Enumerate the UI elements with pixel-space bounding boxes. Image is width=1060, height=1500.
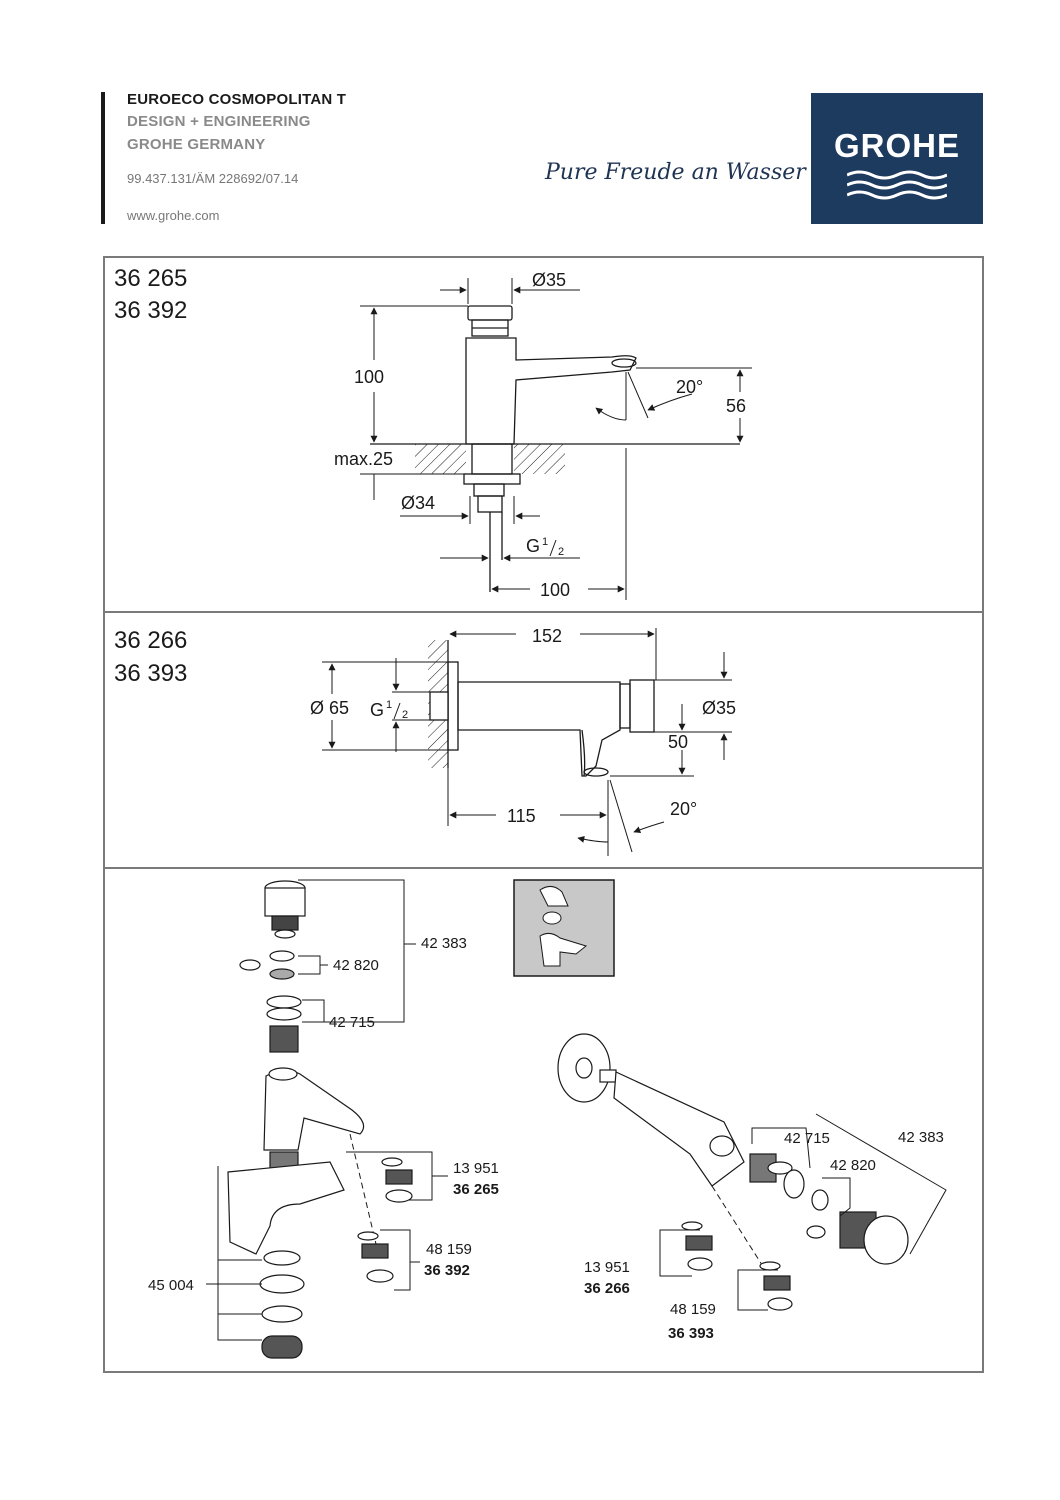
- dim-reach: 115: [507, 806, 536, 826]
- aerator-parts-left: [357, 1157, 413, 1283]
- logo-text: GROHE: [833, 127, 960, 164]
- dim-spout-drop: 50: [668, 732, 688, 752]
- part-number: 42 383: [421, 935, 467, 952]
- part-number: 13 951: [584, 1259, 630, 1276]
- website-link[interactable]: www.grohe.com: [127, 208, 220, 223]
- dim-length: 152: [532, 626, 562, 646]
- exploded-view-wall-tap: [557, 1033, 909, 1265]
- dim-diameter-shank: Ø34: [401, 493, 435, 513]
- dim-diameter-button: Ø35: [702, 698, 736, 718]
- exploded-view-pillar-tap: [227, 880, 365, 1359]
- part-number: 42 715: [784, 1130, 830, 1147]
- dim-max-thickness: max.25: [334, 449, 393, 469]
- dim-thread-frac: 2: [558, 546, 564, 558]
- dim-height: 100: [354, 367, 384, 387]
- header-subtitle-grohe: GROHE GERMANY: [127, 136, 266, 153]
- model-number: 36 393: [114, 660, 188, 687]
- part-model: 36 266: [584, 1280, 630, 1297]
- part-number: 42 383: [898, 1129, 944, 1146]
- section-spare-parts-frame: [103, 867, 984, 1373]
- dim-reach: 100: [540, 580, 570, 600]
- header-subtitle-design: DESIGN + ENGINEERING: [127, 113, 311, 130]
- part-number: 48 159: [670, 1301, 716, 1318]
- dim-diameter-rosette: Ø 65: [310, 698, 349, 718]
- dim-thread-frac: 1: [542, 536, 548, 548]
- part-number: 45 004: [148, 1277, 194, 1294]
- dim-angle: 20°: [676, 377, 703, 397]
- part-number: 42 820: [830, 1157, 876, 1174]
- dim-thread: G: [370, 700, 384, 720]
- dim-diameter-top: Ø35: [532, 270, 566, 290]
- part-model: 36 393: [668, 1325, 714, 1342]
- dim-thread-frac: 2: [402, 709, 408, 721]
- part-number: 48 159: [426, 1241, 472, 1258]
- model-number: 36 392: [114, 297, 188, 324]
- fraction-slash: [549, 539, 557, 557]
- dim-spout-height: 56: [726, 396, 746, 416]
- water-waves-icon: [847, 170, 947, 200]
- model-number: 36 265: [114, 265, 188, 292]
- grohe-logo: GROHE: [811, 93, 983, 224]
- fraction-slash: [393, 702, 401, 720]
- part-model: 36 265: [453, 1181, 499, 1198]
- model-number: 36 266: [114, 627, 188, 654]
- document-number: 99.437.131/ÄM 228692/07.14: [127, 171, 299, 186]
- dim-thread: G: [526, 536, 540, 556]
- slogan: Pure Freude an Wasser: [545, 160, 806, 185]
- part-model: 36 392: [424, 1262, 470, 1279]
- part-number: 13 951: [453, 1160, 499, 1177]
- wall-tap-drawing: [428, 640, 655, 777]
- pillar-tap-drawing: [370, 305, 740, 592]
- dim-thread-frac: 1: [386, 699, 392, 711]
- product-title: EUROECO COSMOPOLITAN T: [127, 91, 347, 108]
- header-bar: [101, 92, 105, 224]
- aerator-parts-right: [681, 1221, 793, 1311]
- part-number: 42 820: [333, 957, 379, 974]
- part-number: 42 715: [329, 1014, 375, 1031]
- dim-angle: 20°: [670, 799, 697, 819]
- usage-pictogram: [513, 879, 615, 977]
